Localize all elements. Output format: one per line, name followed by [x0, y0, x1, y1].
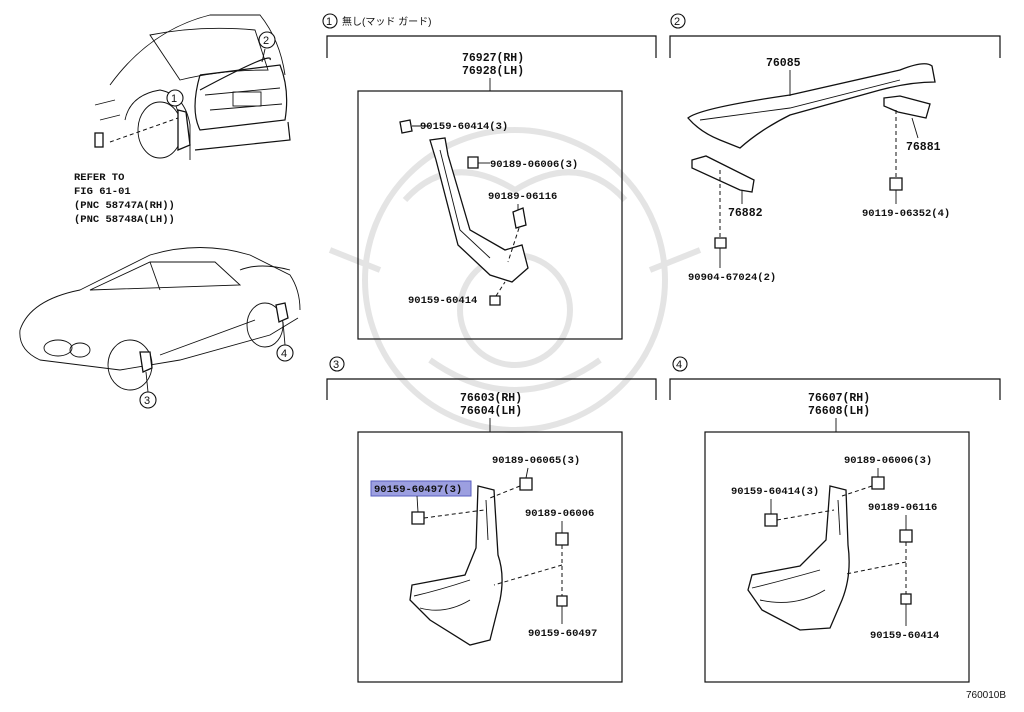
svg-text:1: 1: [171, 93, 177, 105]
svg-text:4: 4: [281, 348, 287, 360]
svg-text:3: 3: [333, 359, 339, 371]
svg-text:4: 4: [676, 359, 682, 371]
svg-text:90189-06116: 90189-06116: [868, 502, 937, 514]
svg-text:2: 2: [263, 35, 269, 47]
svg-text:76603(RH): 76603(RH): [460, 392, 522, 405]
svg-text:76881: 76881: [906, 141, 941, 154]
svg-text:90159-60414(3): 90159-60414(3): [420, 121, 508, 133]
svg-text:90189-06065(3): 90189-06065(3): [492, 455, 580, 467]
svg-text:90189-06006: 90189-06006: [525, 508, 594, 520]
svg-text:90159-60414: 90159-60414: [408, 295, 477, 307]
svg-text:76608(LH): 76608(LH): [808, 405, 870, 418]
svg-text:76607(RH): 76607(RH): [808, 392, 870, 405]
callout-4-front: 4: [276, 321, 294, 362]
svg-text:90189-06116: 90189-06116: [488, 191, 557, 203]
svg-text:3: 3: [144, 395, 150, 407]
svg-text:無し(マッド ガード): 無し(マッド ガード): [342, 15, 431, 28]
svg-text:76882: 76882: [728, 207, 763, 220]
highlighted-part-label-bg: [370, 480, 472, 497]
svg-text:90904-67024(2): 90904-67024(2): [688, 272, 776, 284]
svg-text:90159-60414: 90159-60414: [870, 630, 939, 642]
section-4: 4 76607(RH) 76608(LH) 90189-06006(3) 901…: [669, 356, 1001, 683]
svg-text:FIG 61-01: FIG 61-01: [74, 186, 131, 198]
svg-text:2: 2: [674, 16, 680, 28]
callout-3-front: 3: [139, 371, 157, 409]
svg-text:90159-60414(3): 90159-60414(3): [731, 486, 819, 498]
highlighted-part-number[interactable]: 90159-60497(3): [374, 484, 462, 496]
svg-text:76927(RH): 76927(RH): [462, 52, 524, 65]
svg-text:90159-60497: 90159-60497: [528, 628, 597, 640]
callout-2-rear: 2: [258, 31, 276, 63]
svg-text:(PNC 58748A(LH)): (PNC 58748A(LH)): [74, 214, 175, 226]
section-3: 3 76603(RH) 76604(LH) 90159-60497(3) 901…: [326, 356, 657, 683]
front-car-illustration: [19, 247, 301, 391]
svg-text:REFER TO: REFER TO: [74, 172, 124, 184]
section-2: 2 76085 76881 90119-06352(4) 76882 90904…: [669, 13, 1001, 284]
svg-text:76928(LH): 76928(LH): [462, 65, 524, 78]
figure-code: 760010B: [966, 690, 1006, 701]
rear-car-illustration: [94, 14, 291, 160]
svg-text:90189-06006(3): 90189-06006(3): [490, 159, 578, 171]
svg-text:1: 1: [326, 16, 332, 28]
svg-text:(PNC 58747A(RH)): (PNC 58747A(RH)): [74, 200, 175, 212]
svg-text:76085: 76085: [766, 57, 801, 70]
callout-1-rear: 1: [166, 89, 184, 113]
section-1: 1 無し(マッド ガード) 76927(RH) 76928(LH) 90159-…: [322, 13, 657, 340]
svg-text:76604(LH): 76604(LH): [460, 405, 522, 418]
svg-text:90189-06006(3): 90189-06006(3): [844, 455, 932, 467]
svg-text:90119-06352(4): 90119-06352(4): [862, 208, 950, 220]
refer-to-note: REFER TO FIG 61-01 (PNC 58747A(RH)) (PNC…: [74, 172, 175, 226]
